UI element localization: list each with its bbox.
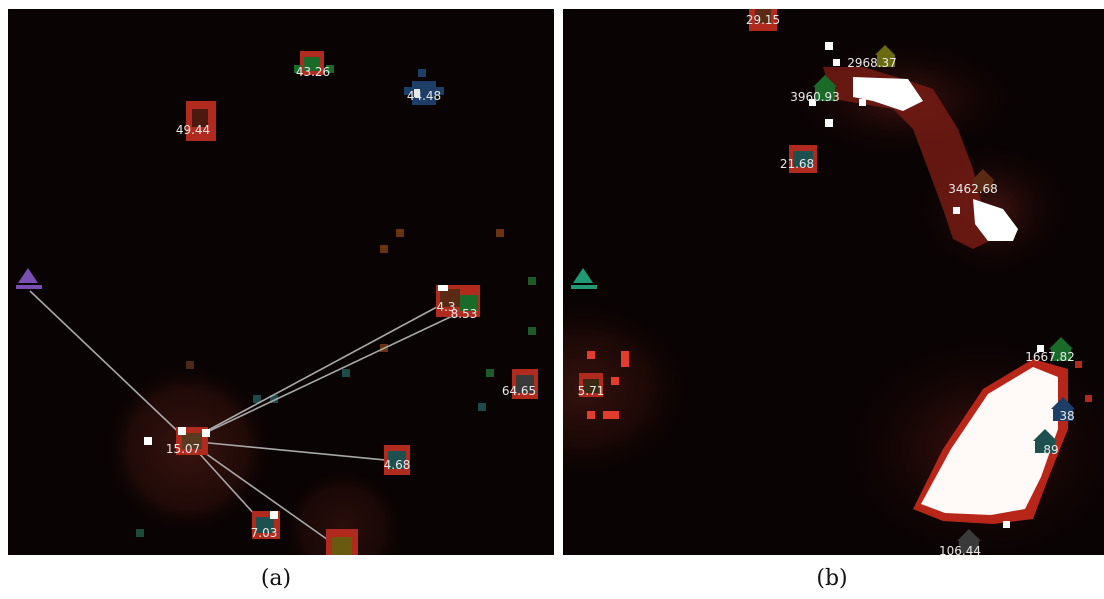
city-icon[interactable]	[176, 427, 210, 455]
city-icon[interactable]	[512, 369, 538, 399]
city-icon[interactable]	[1051, 397, 1075, 421]
panel-caption-b: (b)	[816, 566, 848, 591]
city-value-label: 29.15	[746, 13, 780, 27]
city-icon[interactable]	[1033, 429, 1057, 453]
city-value-label: 4.68	[384, 458, 411, 472]
city-icon[interactable]	[813, 75, 837, 101]
city-icon[interactable]	[252, 511, 280, 539]
heat-glow	[283, 469, 403, 555]
game-panel-b[interactable]: 29.15 2968.37 3960.93 21.68 3462.68 1667…	[563, 9, 1104, 555]
city-value-label: 1667.82	[1025, 350, 1075, 364]
city-icon[interactable]	[1049, 337, 1073, 361]
player-ship-icon[interactable]	[571, 268, 597, 289]
city-value-label: 15.07	[166, 442, 200, 456]
city-value-label: 21.68	[780, 157, 814, 171]
city-icon[interactable]	[957, 529, 981, 553]
city-icon[interactable]	[971, 169, 995, 191]
resource-pixels	[587, 42, 1092, 528]
heat-glow	[563, 299, 693, 479]
city-icon[interactable]	[789, 145, 817, 173]
city-value-label: 7.03	[251, 526, 278, 540]
game-panel-a[interactable]: 43.26 44.48 49.44 4.3 8.53 64.65 15.07 4…	[8, 9, 554, 555]
city-value-label: 5.71	[578, 384, 605, 398]
city-icon[interactable]	[294, 51, 334, 75]
player-ship-icon[interactable]	[16, 268, 42, 289]
city-value-label: 4.3	[436, 300, 455, 314]
hotspot	[913, 359, 1068, 524]
game-map-b: 29.15 2968.37 3960.93 21.68 3462.68 1667…	[563, 9, 1104, 555]
city-icon[interactable]	[875, 45, 895, 67]
city-value-label: 3960.93	[790, 90, 840, 104]
city-icon[interactable]	[404, 69, 444, 105]
city-value-label: 89	[1043, 443, 1058, 457]
city-value-label: 64.65	[502, 384, 536, 398]
city-value-label: 43.26	[296, 65, 330, 79]
city-icon[interactable]	[749, 9, 777, 31]
city-icon[interactable]	[579, 373, 603, 397]
city-value-label: 38	[1059, 409, 1074, 423]
city-value-label: 2968.37	[847, 56, 897, 70]
city-icon[interactable]	[186, 101, 216, 141]
city-icon[interactable]	[436, 285, 480, 317]
city-value-label: 106.44	[939, 544, 981, 555]
city-value-label: 49.44	[176, 123, 210, 137]
panel-caption-a: (a)	[260, 566, 292, 591]
city-value-label: 44.48	[407, 89, 441, 103]
city-value-label: 3462.68	[948, 182, 998, 196]
city-icon[interactable]	[326, 529, 358, 555]
city-icon[interactable]	[384, 445, 410, 475]
city-value-label: 8.53	[451, 307, 478, 321]
hotspot	[823, 67, 1018, 249]
game-map-a: 43.26 44.48 49.44 4.3 8.53 64.65 15.07 4…	[16, 51, 538, 555]
